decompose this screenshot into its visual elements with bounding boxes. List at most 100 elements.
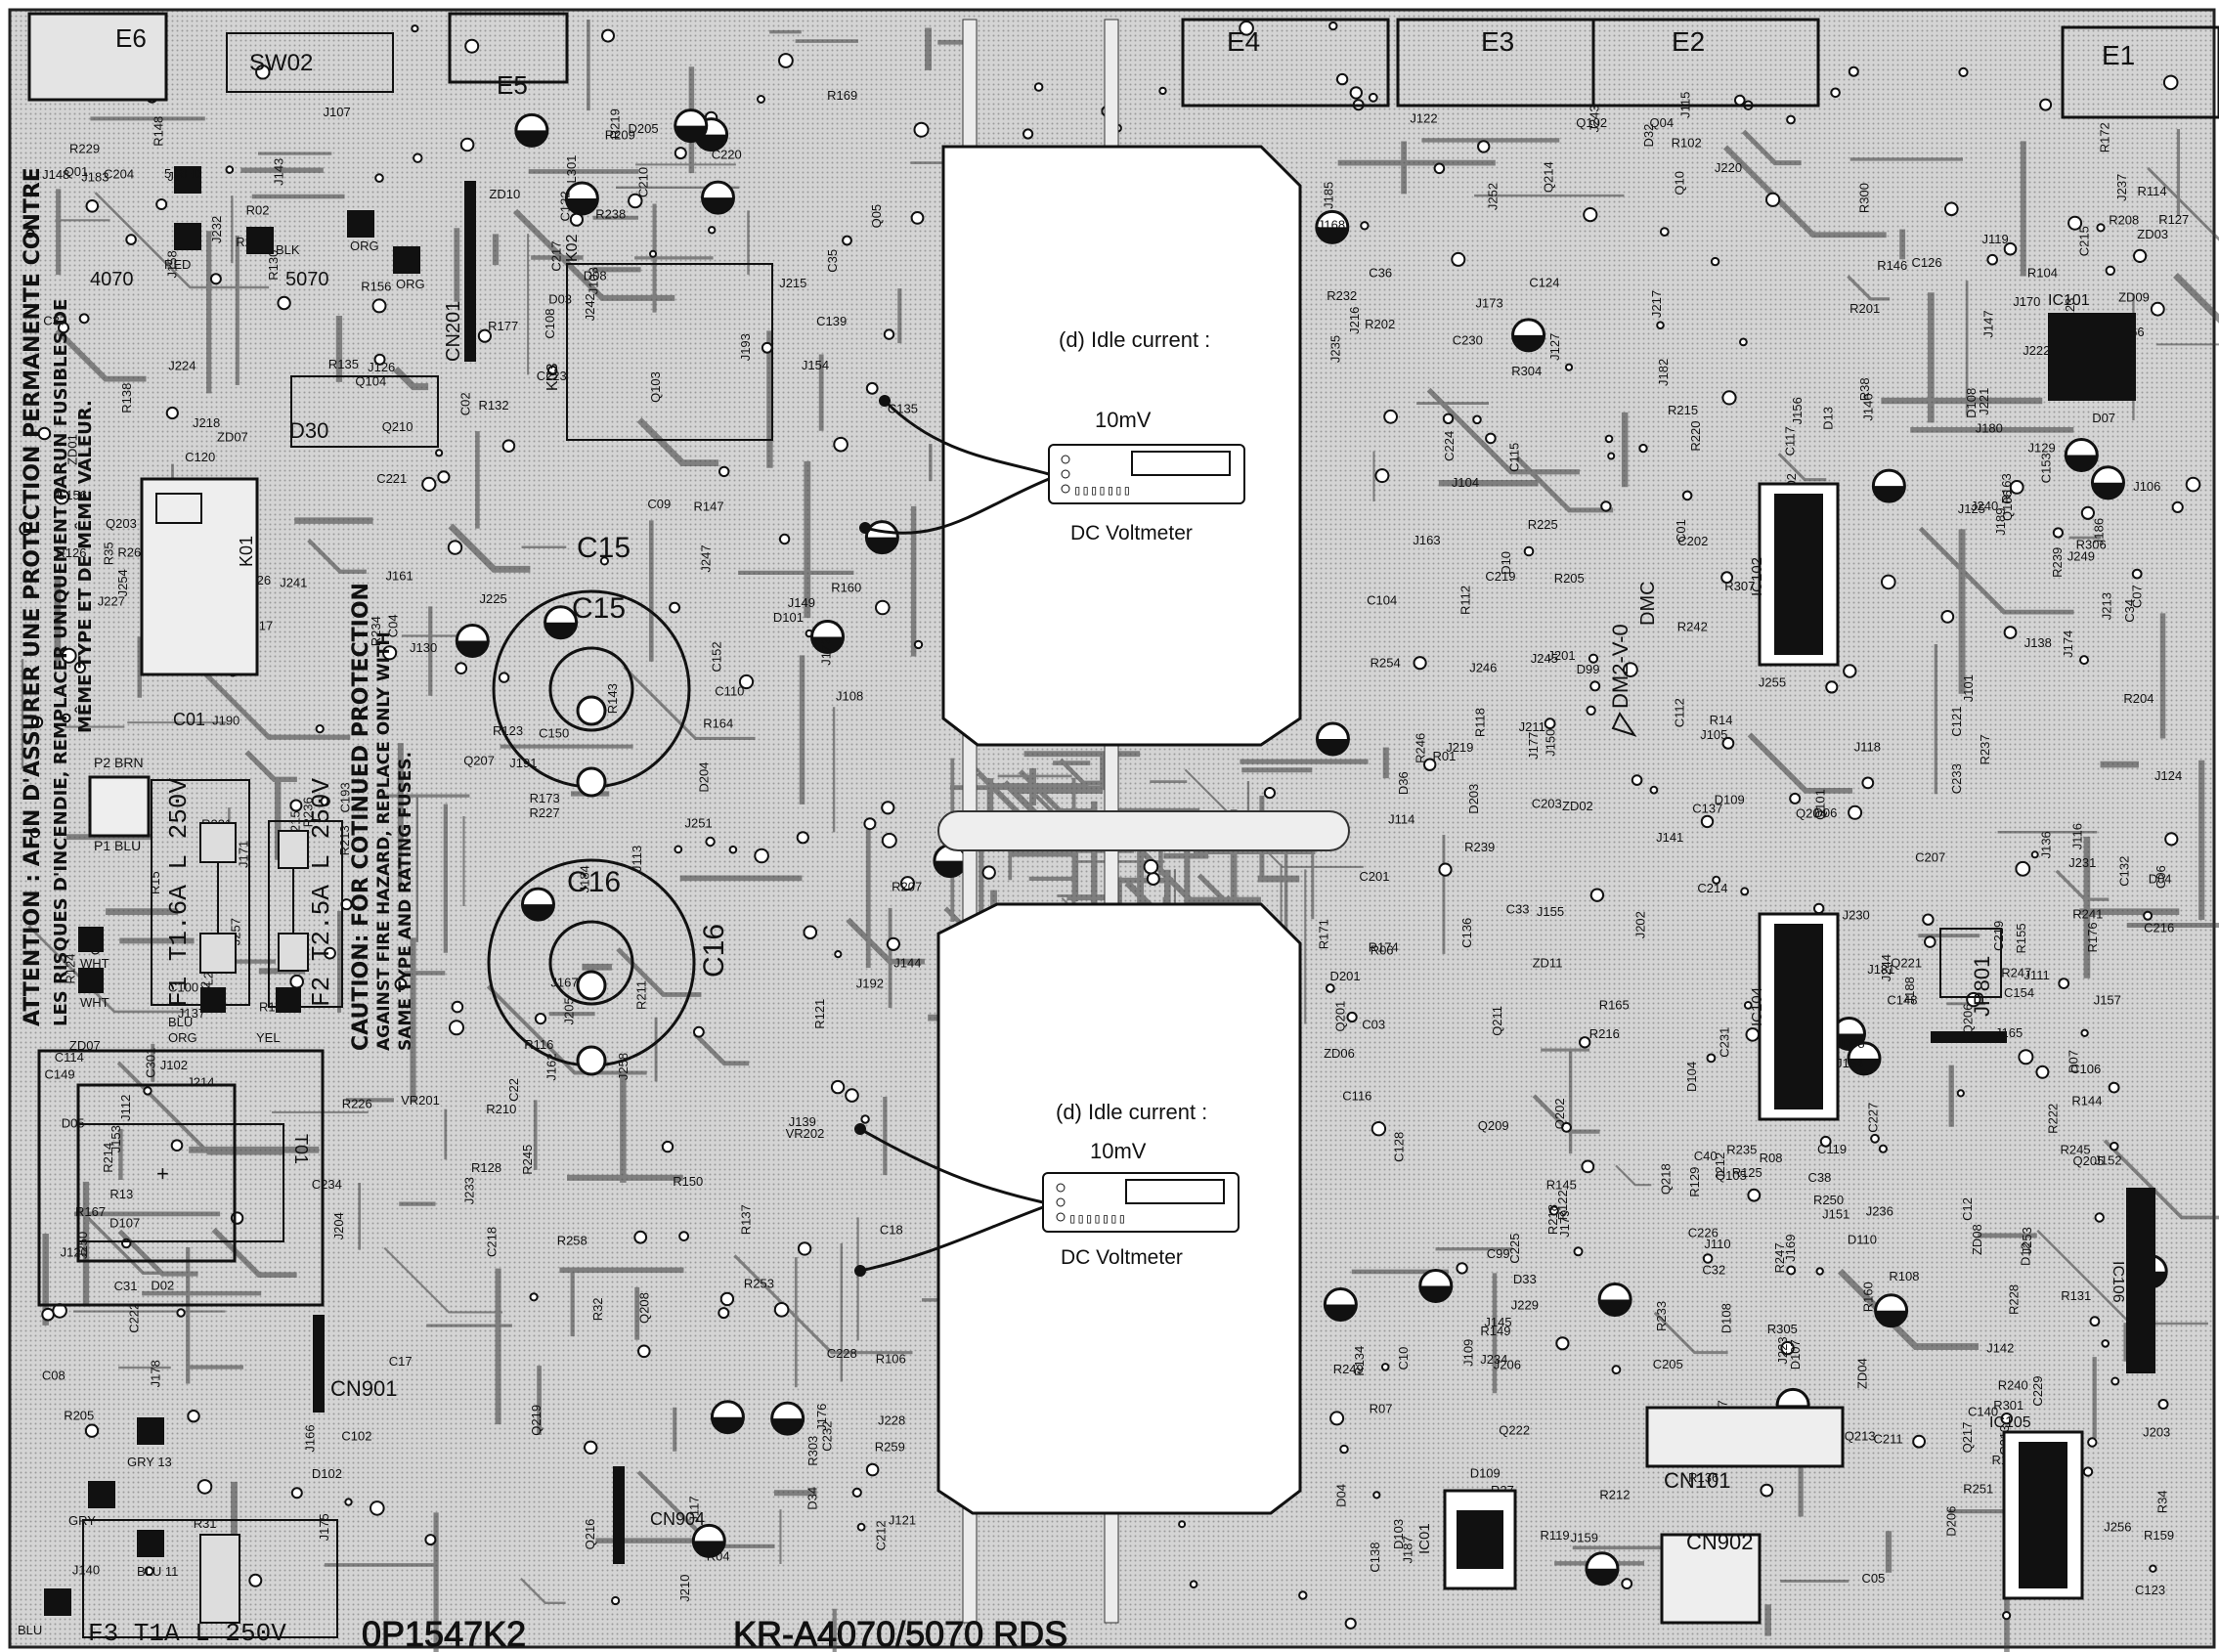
component-ref: J204	[331, 1212, 346, 1239]
component-ref: J193	[738, 333, 753, 361]
wire-blu11: BLU 11	[137, 1564, 178, 1579]
component-ref: R165	[1599, 998, 1630, 1013]
label-sw02: SW02	[249, 50, 313, 76]
component-ref: J126	[368, 360, 395, 374]
component-ref: J141	[1656, 830, 1683, 845]
component-ref: D05	[62, 1115, 85, 1130]
component-ref: R149	[1480, 1324, 1510, 1338]
component-ref: C223	[537, 369, 567, 383]
component-ref: Q104	[355, 374, 386, 389]
wire-org6: ORG	[396, 277, 425, 291]
component-ref: ZD07	[69, 1038, 101, 1053]
component-ref: J177	[1526, 732, 1541, 760]
component-ref: J119	[1982, 232, 2009, 246]
component-ref: J246	[1469, 660, 1497, 674]
component-ref: R303	[805, 1436, 820, 1466]
component-ref: R121	[812, 999, 827, 1029]
component-ref: R131	[2061, 1288, 2091, 1303]
connector-e5	[448, 12, 569, 84]
component-ref: D33	[1513, 1272, 1537, 1286]
component-ref: D107	[109, 1216, 140, 1231]
component-ref: R134	[1352, 1346, 1367, 1376]
component-ref: ZD04	[1854, 1358, 1869, 1389]
meter1-title: (d) Idle current :	[1059, 327, 1210, 352]
component-ref: J174	[2061, 630, 2075, 658]
component-ref: J224	[168, 358, 196, 372]
component-ref: C202	[1677, 534, 1708, 548]
component-ref: R174	[1369, 940, 1399, 955]
component-ref: R205	[1554, 571, 1585, 586]
component-ref: C139	[816, 314, 847, 328]
component-ref: R167	[75, 1204, 106, 1219]
component-ref: J118	[1854, 740, 1881, 755]
component-ref: D102	[312, 1466, 342, 1481]
component-ref: J227	[98, 593, 125, 608]
component-ref: J229	[1511, 1297, 1539, 1312]
label-e6: E6	[115, 23, 147, 53]
wire-pads	[44, 166, 420, 1616]
warning-fr-line3: MÊME TYPE ET DE MÊME VALEUR.	[74, 400, 96, 733]
component-ref: J106	[2133, 479, 2160, 494]
component-ref: J241	[280, 575, 307, 589]
component-ref: J104	[1452, 475, 1479, 490]
warning-en-line3: SAME TYPE AND RATING FUSES.	[396, 752, 415, 1051]
component-ref: R34	[2154, 1490, 2169, 1513]
component-ref: R102	[1672, 135, 1702, 150]
component-ref: J157	[2094, 992, 2121, 1007]
component-ref: J213	[2100, 592, 2114, 620]
component-ref: J187	[1401, 1536, 1415, 1563]
label-cn904: CN904	[650, 1509, 705, 1529]
component-ref: J258	[616, 1053, 631, 1080]
component-ref: R227	[530, 805, 560, 820]
component-ref: C227	[1865, 1103, 1880, 1133]
component-ref: J136	[2038, 831, 2053, 858]
component-ref: C219	[1485, 569, 1515, 584]
component-ref: C22	[506, 1078, 521, 1102]
component-ref: J159	[1571, 1531, 1598, 1545]
component-ref: J105	[1700, 727, 1727, 742]
component-ref: J146	[1861, 393, 1876, 420]
component-ref: D103	[1391, 1519, 1406, 1549]
component-ref: C210	[636, 167, 651, 197]
component-ref: R226	[342, 1097, 372, 1111]
component-ref: C12	[1960, 1197, 1975, 1221]
component-ref: R249	[1333, 1362, 1364, 1376]
component-ref: R04	[707, 1549, 730, 1564]
component-ref: J170	[2013, 294, 2040, 309]
component-ref: R215	[1668, 403, 1698, 417]
component-ref: C120	[185, 450, 215, 464]
component-ref: Q208	[636, 1292, 651, 1324]
component-ref: Q106	[2000, 490, 2015, 521]
model-name: KR-A4070/5070 RDS	[733, 1614, 1067, 1652]
component-ref: J154	[802, 358, 829, 372]
component-ref: C09	[647, 497, 671, 511]
dc-voltmeter-2: (d) Idle current : 10mV ▯▯▯▯▯▯▯ DC Voltm…	[854, 1100, 1240, 1277]
component-ref: J175	[317, 1513, 331, 1541]
component-ref: D04	[1334, 1484, 1349, 1507]
component-ref: J161	[386, 569, 413, 584]
svg-text:▯▯▯▯▯▯▯: ▯▯▯▯▯▯▯	[1073, 484, 1131, 500]
component-ref: R210	[486, 1102, 516, 1116]
svg-text:▯▯▯▯▯▯▯: ▯▯▯▯▯▯▯	[1068, 1212, 1126, 1228]
label-e1: E1	[2102, 40, 2135, 70]
component-ref: ZD06	[1324, 1046, 1355, 1061]
component-ref: C140	[1968, 1404, 1998, 1418]
component-ref: J171	[237, 841, 251, 868]
component-ref: C33	[1506, 902, 1530, 917]
component-ref: Q101	[1813, 789, 1828, 820]
component-ref: J143	[272, 158, 286, 186]
component-ref: C114	[55, 1050, 84, 1065]
component-ref: D108	[1964, 388, 1979, 418]
component-ref: J255	[1759, 675, 1786, 690]
component-ref: R118	[1472, 708, 1487, 737]
component-ref: J235	[1327, 335, 1342, 363]
component-ref: R122	[1555, 1190, 1570, 1220]
meter2-title: (d) Idle current :	[1056, 1100, 1207, 1124]
component-ref: C222	[126, 1303, 141, 1333]
component-ref: R238	[595, 206, 626, 221]
component-ref: R247	[2001, 965, 2031, 979]
label-ic01: IC01	[1416, 1523, 1433, 1554]
component-ref: R106	[876, 1351, 906, 1366]
component-ref: C106	[2070, 1062, 2101, 1076]
component-ref: R136	[1688, 1470, 1719, 1485]
